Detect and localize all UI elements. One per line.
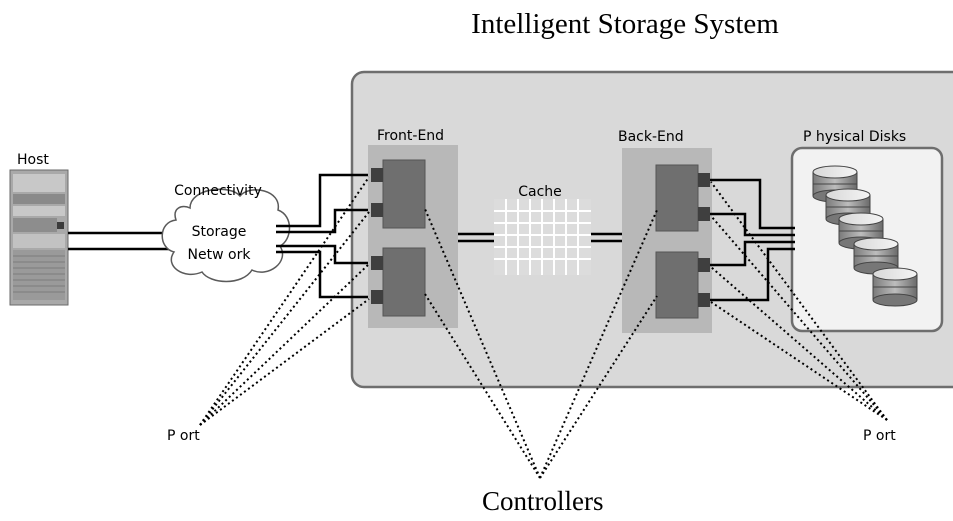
right-port-pointers [710,181,888,421]
back-end-port-4 [698,293,710,307]
host-network-link [68,231,170,251]
host-label: Host [17,152,49,168]
storage-network-label-line1: Storage [192,224,247,240]
back-end-label: Back-End [618,129,684,145]
cache-label: Cache [518,184,562,200]
backend-disk-cables [710,178,795,302]
front-end-port-3 [371,256,383,270]
back-end-port-2 [698,207,710,221]
right-port-label: P ort [863,428,896,444]
connectivity-label: Connectivity [174,183,262,199]
disk-stack-5 [872,267,918,307]
back-end-port-3 [698,258,710,272]
controller-pointers [424,208,658,479]
cache-links [458,232,622,243]
left-port-label: P ort [167,428,200,444]
left-port-pointers [199,176,370,426]
disk-stack-2 [825,188,871,226]
front-end-label: Front-End [377,128,444,144]
cache-block [494,199,591,275]
frontend-cables [276,173,372,299]
diagram-title: Intelligent Storage System [471,8,779,40]
front-end-port-1 [371,168,383,182]
physical-disks-label: P hysical Disks [803,129,906,145]
front-end-controller-bottom [382,247,426,317]
front-end-port-2 [371,203,383,217]
front-end-port-4 [371,290,383,304]
back-end-controller-bottom [655,251,699,319]
back-end-controller-top [655,164,699,232]
front-end-controller-top [382,159,426,229]
back-end-port-1 [698,173,710,187]
host-server-icon [9,169,69,306]
storage-network-cloud [161,188,291,283]
storage-network-label-line2: Netw ork [188,247,252,263]
controllers-label: Controllers [482,486,604,516]
